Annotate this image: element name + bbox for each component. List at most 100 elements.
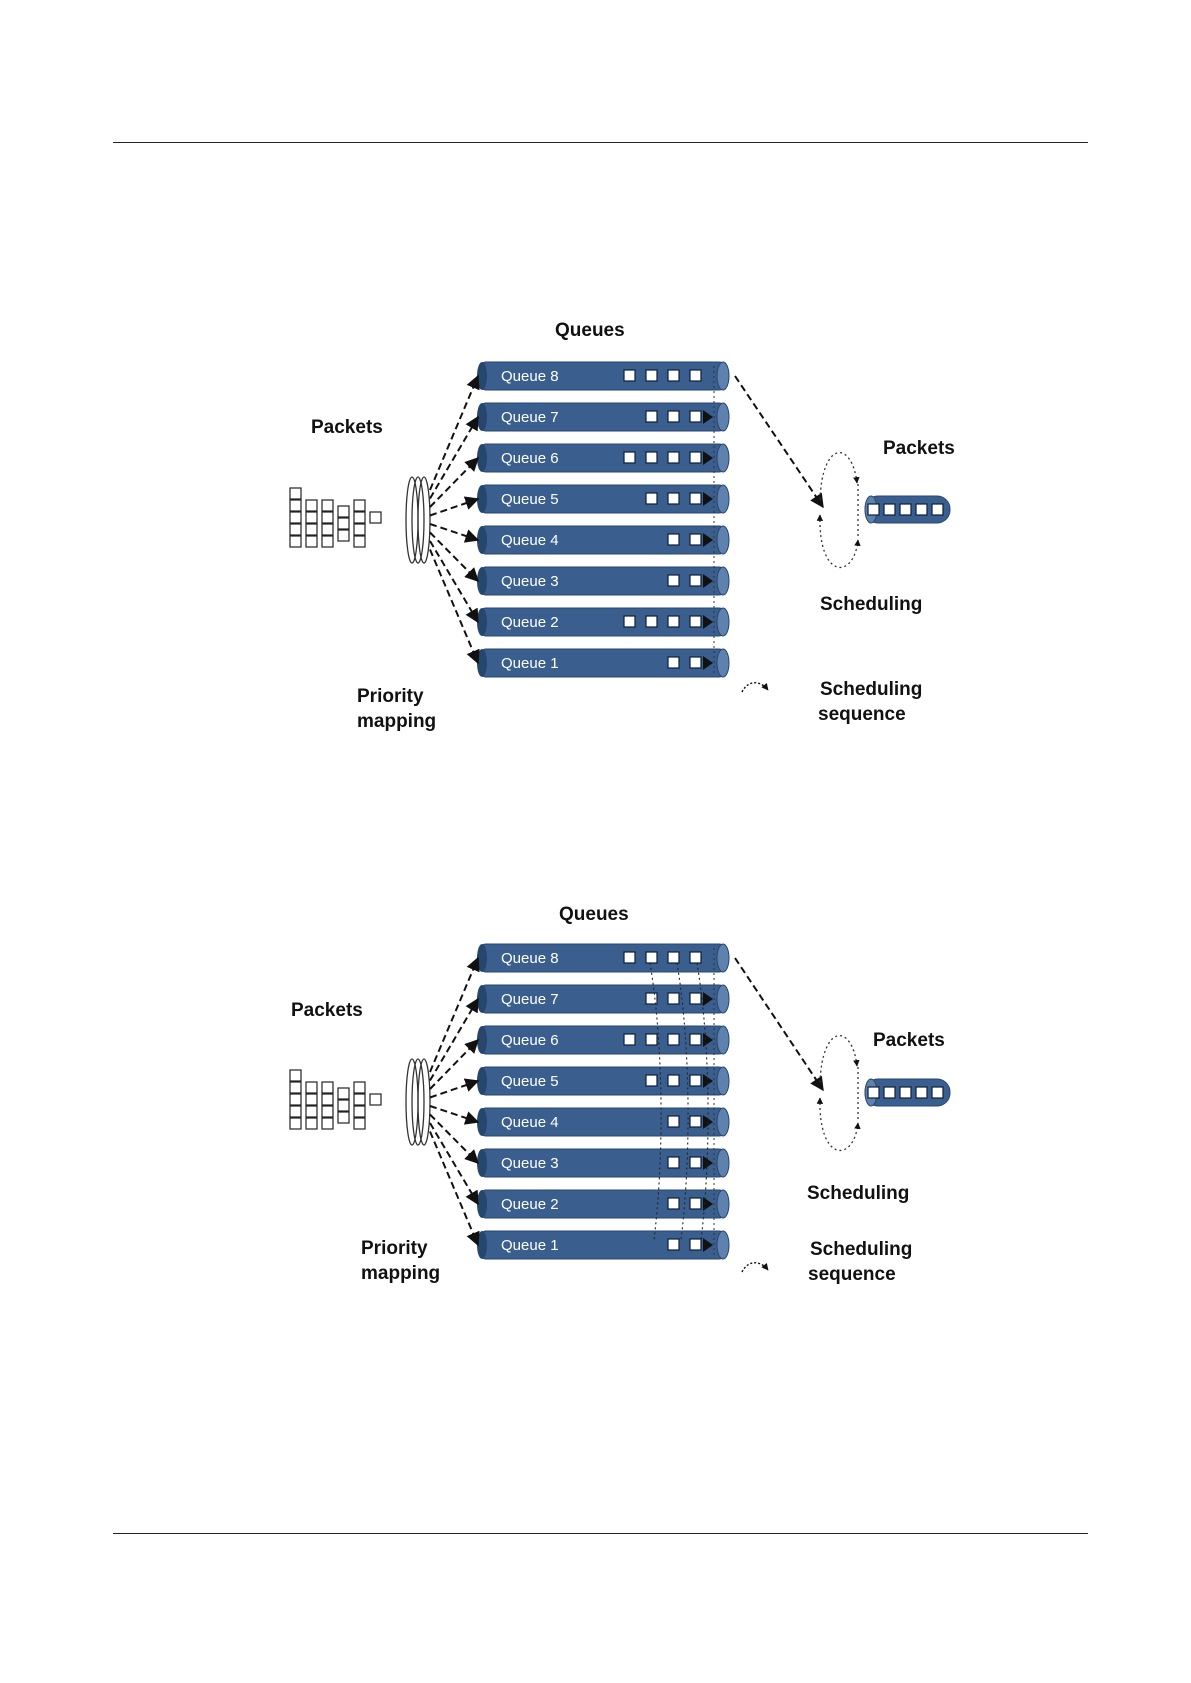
- priority-mapping-line-2: mapping: [357, 711, 436, 732]
- queue-packet: [668, 1239, 679, 1250]
- queue-packet: [646, 370, 657, 381]
- queue-cap-right: [717, 649, 729, 677]
- incoming-packet: [322, 536, 333, 547]
- incoming-packet: [338, 1088, 349, 1099]
- queue-packet: [690, 952, 701, 963]
- incoming-packet: [290, 1118, 301, 1129]
- queue-row: Queue 4: [477, 526, 729, 554]
- diagram-2: Queues Packets Packets Scheduling Priori…: [290, 904, 950, 1285]
- incoming-packet: [338, 1112, 349, 1123]
- queues-title: Queues: [555, 320, 625, 341]
- output-packet: [868, 1087, 879, 1098]
- incoming-packet: [322, 512, 333, 523]
- queue-packet: [690, 1198, 701, 1209]
- queue-cap-right: [717, 567, 729, 595]
- queue-packet: [624, 452, 635, 463]
- queue-packet: [690, 493, 701, 504]
- queue-packet: [668, 411, 679, 422]
- queue-row: Queue 7: [477, 403, 729, 431]
- scheduler: [735, 958, 950, 1150]
- queue-row: Queue 4: [477, 1108, 729, 1136]
- output-packet: [932, 1087, 943, 1098]
- queue-cap-left: [477, 1190, 487, 1218]
- incoming-packet: [290, 524, 301, 535]
- priority-mapping-line-1: Priority: [361, 1238, 428, 1259]
- queue-packet: [646, 952, 657, 963]
- scheduling-loop-bottom: [820, 515, 858, 567]
- queue-cap-left: [477, 1026, 487, 1054]
- queue-packet: [624, 370, 635, 381]
- incoming-packet-cluster: [290, 488, 381, 547]
- queue-stack: Queue 8Queue 7Queue 6Queue 5Queue 4Queue…: [477, 944, 729, 1259]
- queue-packet: [668, 370, 679, 381]
- queue-packet: [690, 1239, 701, 1250]
- queue-cap-right: [717, 1026, 729, 1054]
- incoming-packet: [354, 1106, 365, 1117]
- queue-cap-left: [477, 485, 487, 513]
- mapping-arrow: [430, 1081, 478, 1098]
- queue-cap-right: [717, 1108, 729, 1136]
- queue-packet: [690, 616, 701, 627]
- incoming-packet: [306, 536, 317, 547]
- queue-packet: [690, 575, 701, 586]
- diagram-1: Queues Packets Packets Scheduling Priori…: [290, 320, 955, 732]
- queue-cap-right: [717, 444, 729, 472]
- incoming-packet: [322, 1106, 333, 1117]
- output-packet: [884, 504, 895, 515]
- incoming-packet-cluster: [290, 1070, 381, 1129]
- queue-packet: [646, 411, 657, 422]
- scheduling-sequence-legend: [742, 683, 768, 692]
- queue-packet: [668, 1075, 679, 1086]
- dequeue-arrow: [735, 376, 823, 507]
- output-packet: [900, 504, 911, 515]
- priority-mapping-line-1: Priority: [357, 686, 424, 707]
- queue-packet: [668, 657, 679, 668]
- scheduling-sequence-legend: [742, 1263, 768, 1272]
- output-packet: [900, 1087, 911, 1098]
- queue-label: Queue 1: [501, 655, 559, 672]
- queue-label: Queue 5: [501, 491, 559, 508]
- queue-cap-left: [477, 1149, 487, 1177]
- queue-packet: [690, 452, 701, 463]
- queue-label: Queue 7: [501, 991, 559, 1008]
- queue-cap-right: [717, 944, 729, 972]
- scheduling-loop-bottom: [820, 1098, 858, 1150]
- queue-packet: [668, 575, 679, 586]
- packets-out-label: Packets: [883, 438, 955, 459]
- queue-row: Queue 8: [477, 362, 729, 390]
- queue-packet: [624, 952, 635, 963]
- incoming-packet: [322, 1082, 333, 1093]
- queue-packet: [646, 1034, 657, 1045]
- queue-label: Queue 8: [501, 950, 559, 967]
- queue-row: Queue 1: [477, 1231, 729, 1259]
- queue-packet: [668, 452, 679, 463]
- incoming-packet: [370, 1094, 381, 1105]
- mapping-arrow: [430, 958, 478, 1072]
- queue-packet: [690, 1075, 701, 1086]
- queue-packet: [624, 1034, 635, 1045]
- incoming-packet: [354, 500, 365, 511]
- queue-packet: [690, 1116, 701, 1127]
- queue-cap-right: [717, 1149, 729, 1177]
- queue-row: Queue 2: [477, 1190, 729, 1218]
- queue-cap-left: [477, 1231, 487, 1259]
- incoming-packet: [290, 500, 301, 511]
- queue-packet: [668, 952, 679, 963]
- queue-row: Queue 2: [477, 608, 729, 636]
- incoming-packet: [290, 1082, 301, 1093]
- mapping-arrow: [430, 417, 478, 499]
- mapping-arrow: [430, 1115, 478, 1164]
- queue-row: Queue 8: [477, 944, 729, 972]
- incoming-packet: [290, 1094, 301, 1105]
- incoming-packet: [338, 1100, 349, 1111]
- queue-label: Queue 6: [501, 1032, 559, 1049]
- incoming-packet: [354, 1082, 365, 1093]
- queue-cap-left: [477, 1108, 487, 1136]
- mapping-arrow: [430, 458, 478, 507]
- mapping-arrow: [430, 499, 478, 516]
- queue-cap-right: [717, 1190, 729, 1218]
- queue-packet: [646, 616, 657, 627]
- queue-packet: [668, 1034, 679, 1045]
- priority-mapping-fan: [406, 376, 478, 663]
